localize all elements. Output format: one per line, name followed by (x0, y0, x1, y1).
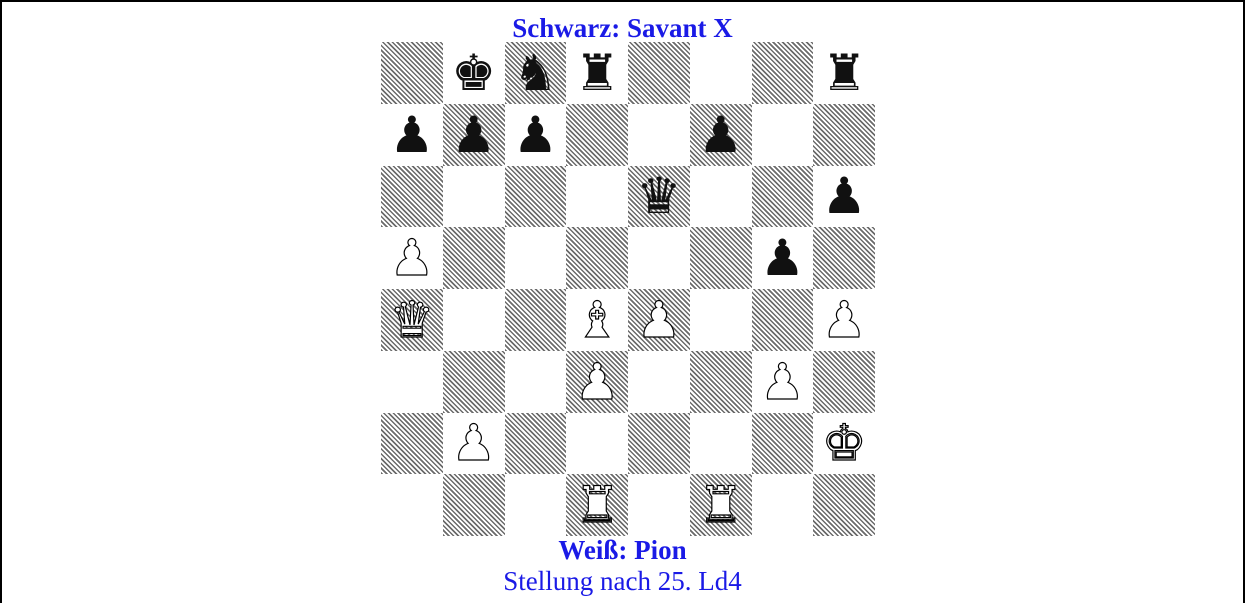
white-pawn-icon[interactable]: ♟ (636, 295, 681, 345)
square-b5[interactable] (443, 227, 505, 289)
white-pawn-icon[interactable]: ♟ (451, 418, 496, 468)
white-pawn-icon[interactable]: ♟ (760, 357, 805, 407)
square-e2[interactable] (628, 413, 690, 475)
square-b1[interactable] (443, 474, 505, 536)
square-h6[interactable]: ♟ (813, 166, 875, 228)
black-king-icon[interactable]: ♚ (451, 48, 496, 98)
white-rook-icon[interactable]: ♜ (575, 480, 620, 530)
black-pawn-icon[interactable]: ♟ (513, 110, 558, 160)
square-a5[interactable]: ♟ (381, 227, 443, 289)
chess-board[interactable]: ♚ ♞ ♜ ♜ ♟ ♟ ♟ ♟ ♛ ♟ ♟ ♟ ♛ ♝ ♟ ♟ ♟ ♟ ♟ ♚ ♜ ♜ (381, 42, 875, 536)
square-e7[interactable] (628, 104, 690, 166)
square-b3[interactable] (443, 351, 505, 413)
square-b7[interactable]: ♟ (443, 104, 505, 166)
square-d3[interactable]: ♟ (566, 351, 628, 413)
square-c8[interactable]: ♞ (505, 42, 567, 104)
square-b4[interactable] (443, 289, 505, 351)
square-h4[interactable]: ♟ (813, 289, 875, 351)
black-queen-icon[interactable]: ♛ (636, 171, 681, 221)
square-g1[interactable] (752, 474, 814, 536)
left-border (0, 0, 2, 603)
square-d4[interactable]: ♝ (566, 289, 628, 351)
square-h3[interactable] (813, 351, 875, 413)
square-e1[interactable] (628, 474, 690, 536)
black-pawn-icon[interactable]: ♟ (698, 110, 743, 160)
black-pawn-icon[interactable]: ♟ (389, 110, 434, 160)
white-pawn-icon[interactable]: ♟ (575, 357, 620, 407)
square-f2[interactable] (690, 413, 752, 475)
black-pawn-icon[interactable]: ♟ (822, 171, 867, 221)
square-g4[interactable] (752, 289, 814, 351)
black-player-title: Schwarz: Savant X (0, 14, 1245, 42)
square-f1[interactable]: ♜ (690, 474, 752, 536)
square-e4[interactable]: ♟ (628, 289, 690, 351)
square-a4[interactable]: ♛ (381, 289, 443, 351)
black-pawn-icon[interactable]: ♟ (451, 110, 496, 160)
square-d6[interactable] (566, 166, 628, 228)
square-h5[interactable] (813, 227, 875, 289)
black-pawn-icon[interactable]: ♟ (760, 233, 805, 283)
square-e5[interactable] (628, 227, 690, 289)
white-queen-icon[interactable]: ♛ (389, 295, 434, 345)
square-h1[interactable] (813, 474, 875, 536)
square-a1[interactable] (381, 474, 443, 536)
top-border (0, 0, 1245, 2)
square-f8[interactable] (690, 42, 752, 104)
square-c1[interactable] (505, 474, 567, 536)
square-c6[interactable] (505, 166, 567, 228)
black-rook-icon[interactable]: ♜ (822, 48, 867, 98)
white-bishop-icon[interactable]: ♝ (575, 295, 620, 345)
square-c4[interactable] (505, 289, 567, 351)
white-player-title: Weiß: Pion (0, 536, 1245, 564)
square-g5[interactable]: ♟ (752, 227, 814, 289)
square-b2[interactable]: ♟ (443, 413, 505, 475)
black-knight-icon[interactable]: ♞ (513, 48, 558, 98)
square-f4[interactable] (690, 289, 752, 351)
square-d8[interactable]: ♜ (566, 42, 628, 104)
square-h2[interactable]: ♚ (813, 413, 875, 475)
square-a7[interactable]: ♟ (381, 104, 443, 166)
square-a2[interactable] (381, 413, 443, 475)
square-f5[interactable] (690, 227, 752, 289)
square-f3[interactable] (690, 351, 752, 413)
white-pawn-icon[interactable]: ♟ (389, 233, 434, 283)
square-f7[interactable]: ♟ (690, 104, 752, 166)
square-a8[interactable] (381, 42, 443, 104)
square-b6[interactable] (443, 166, 505, 228)
white-pawn-icon[interactable]: ♟ (822, 295, 867, 345)
square-g8[interactable] (752, 42, 814, 104)
square-d2[interactable] (566, 413, 628, 475)
white-rook-icon[interactable]: ♜ (698, 480, 743, 530)
square-c5[interactable] (505, 227, 567, 289)
square-g3[interactable]: ♟ (752, 351, 814, 413)
square-d7[interactable] (566, 104, 628, 166)
position-note: Stellung nach 25. Ld4 (0, 567, 1245, 595)
square-g2[interactable] (752, 413, 814, 475)
square-c3[interactable] (505, 351, 567, 413)
square-c2[interactable] (505, 413, 567, 475)
square-f6[interactable] (690, 166, 752, 228)
square-c7[interactable]: ♟ (505, 104, 567, 166)
square-h7[interactable] (813, 104, 875, 166)
square-d1[interactable]: ♜ (566, 474, 628, 536)
square-e6[interactable]: ♛ (628, 166, 690, 228)
square-g7[interactable] (752, 104, 814, 166)
square-a3[interactable] (381, 351, 443, 413)
square-a6[interactable] (381, 166, 443, 228)
square-h8[interactable]: ♜ (813, 42, 875, 104)
square-b8[interactable]: ♚ (443, 42, 505, 104)
square-e8[interactable] (628, 42, 690, 104)
white-king-icon[interactable]: ♚ (822, 418, 867, 468)
square-d5[interactable] (566, 227, 628, 289)
square-g6[interactable] (752, 166, 814, 228)
black-rook-icon[interactable]: ♜ (575, 48, 620, 98)
square-e3[interactable] (628, 351, 690, 413)
